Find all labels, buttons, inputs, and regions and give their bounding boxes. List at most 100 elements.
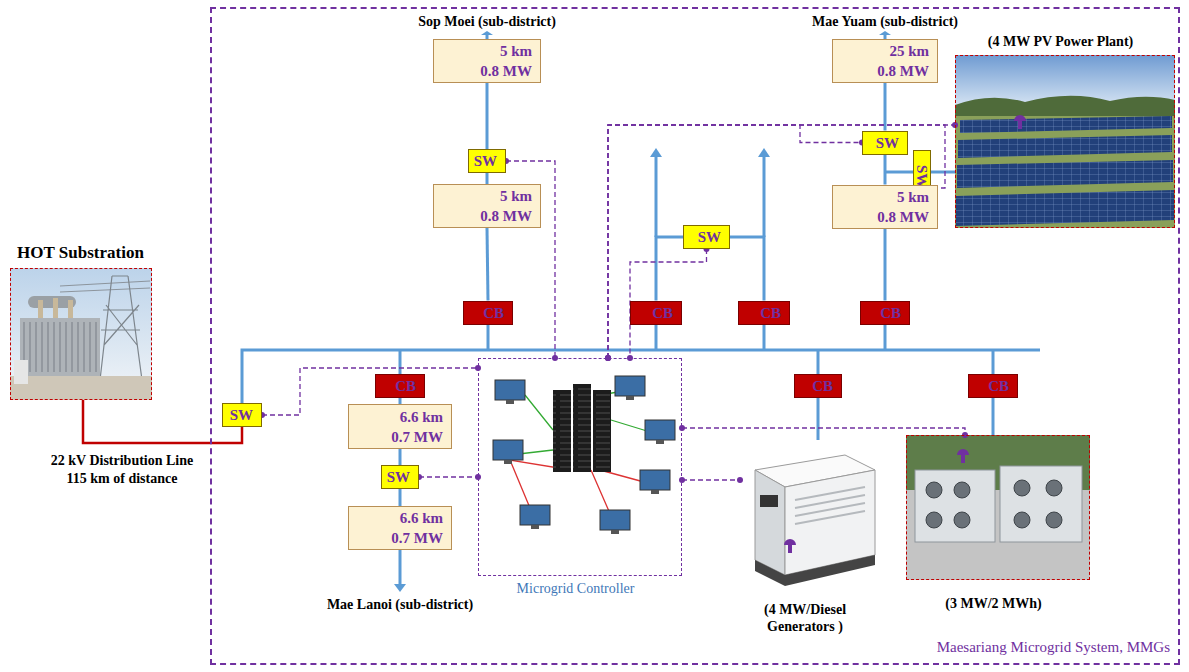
feeder-data: 0.7 MW	[349, 427, 451, 447]
control-dot	[679, 477, 685, 483]
bus-and-feeder-wires-part	[992, 350, 995, 377]
circuit-breaker-box: CB	[375, 374, 425, 398]
control-dot	[679, 425, 685, 431]
distribution-line	[83, 400, 242, 443]
label-anchor: Sop Moei (sub-district)	[487, 12, 625, 30]
control-line	[608, 125, 945, 358]
system-name: Maesariang Microgrid System, MMGs	[212, 637, 1178, 657]
bus-and-feeder-wires-part	[399, 350, 402, 377]
feeder-data: 6.6 km	[349, 508, 451, 528]
controller-picture-part-part	[615, 376, 645, 396]
switch-box: SW	[468, 149, 506, 173]
circuit-breaker-box: CB	[794, 374, 842, 398]
battery-storage-picture-part	[926, 480, 1062, 528]
feeder-data: 0.8 MW	[434, 206, 540, 226]
diesel-generator-picture-part	[760, 495, 778, 507]
controller-picture-part-part	[495, 380, 525, 400]
battery-storage-picture-part-part	[926, 512, 942, 528]
power-line	[656, 237, 683, 301]
bus-and-feeder-wires-part	[487, 322, 490, 350]
power-line	[730, 237, 764, 301]
battery-storage-picture-part-part	[926, 482, 942, 498]
substation-frame: HOT Substration	[10, 268, 152, 400]
pv-plant-picture-part	[956, 190, 1174, 226]
breaker-label: CB	[376, 376, 424, 396]
pv-plant-picture-part	[955, 116, 1175, 228]
place-label: 22 kV Distribution Line	[51, 452, 194, 469]
power-line	[486, 83, 489, 149]
power-line	[399, 449, 402, 465]
control-line	[419, 476, 478, 477]
breaker-label: CB	[464, 303, 512, 323]
feeder-segment-box: 5 km0.8 MW	[433, 184, 541, 228]
battery-storage-picture-part	[957, 449, 969, 463]
pv-plant-picture-part	[960, 116, 1172, 133]
equipment-label: (3 MW/2 MWh)	[866, 596, 1130, 613]
substation-picture-part	[53, 298, 58, 320]
feeder-segment-box: 6.6 km0.7 MW	[348, 404, 452, 449]
place-label: Sop Moei (sub-district)	[418, 13, 556, 30]
feeder-arrowheads-part	[481, 31, 493, 35]
control-line	[682, 428, 965, 435]
feeder-segment-box: 5 km0.8 MW	[832, 185, 938, 229]
switch-box: SW	[381, 465, 419, 489]
substation-picture-part	[100, 276, 142, 380]
battery-storage-picture-part-part	[954, 512, 970, 528]
label-anchor: Mae Lanoi (sub-district)	[400, 595, 546, 613]
power-line	[817, 398, 820, 440]
label-anchor: Mae Yuam (sub-district)	[885, 12, 1031, 30]
controller-picture-part-part	[506, 400, 514, 404]
controller-frame: Microgrid Controller	[478, 358, 682, 576]
bus-and-feeder-wires-part	[763, 322, 766, 350]
breaker-label: CB	[739, 303, 789, 323]
substation-picture-part	[38, 300, 43, 320]
power-line	[487, 228, 488, 301]
pv-plant-picture-part	[957, 160, 1173, 188]
battery-storage-picture-part-part	[1014, 512, 1030, 528]
pv-plant-frame: (4 MW PV Power Plant)	[955, 55, 1175, 228]
breaker-label: CB	[795, 376, 841, 396]
feeder-arrowheads	[394, 31, 891, 592]
feeder-arrowheads-part	[879, 31, 891, 35]
power-line	[992, 398, 995, 435]
control-line	[682, 479, 740, 480]
controller-picture-part-part	[651, 490, 659, 494]
microgrid-boundary: Maesariang Microgrid System, MMGs 5 km0.8…	[210, 7, 1180, 665]
battery-storage-picture-part-part	[954, 482, 970, 498]
circuit-breaker-box: CB	[738, 301, 790, 325]
breaker-label: CB	[969, 376, 1017, 396]
controller-picture-part-part	[493, 440, 523, 460]
power-line	[399, 489, 402, 506]
switch-label: SW	[469, 151, 505, 171]
label-anchor: 115 km of distance	[122, 469, 233, 487]
battery-storage-picture-part	[915, 470, 995, 542]
switch-label: SW	[382, 467, 418, 487]
battery-storage-picture-part-part	[1046, 512, 1062, 528]
bus-and-feeder-wires-part	[763, 156, 766, 237]
place-label: Mae Yuam (sub-district)	[812, 13, 958, 30]
switch-label: SW	[863, 133, 907, 153]
substation-picture-part	[68, 300, 73, 320]
power-line	[884, 229, 887, 301]
power-line	[884, 83, 887, 131]
breaker-label: CB	[861, 303, 909, 323]
switch-label: SW	[912, 165, 932, 181]
equipment-label: (4 MW/Diesel Generators )	[734, 602, 884, 636]
battery-storage-picture	[906, 435, 1090, 580]
controller-picture-part-part	[531, 525, 539, 529]
equipment-label: (4 MW PV Power Plant)	[915, 34, 1189, 51]
feeder-data: 0.7 MW	[349, 528, 451, 548]
pv-plant-picture	[955, 55, 1175, 228]
controller-picture-part-part	[656, 440, 664, 444]
control-dot	[737, 477, 743, 483]
controller-picture-part	[593, 390, 611, 472]
substation-picture-part	[14, 360, 28, 384]
breaker-label: CB	[631, 303, 681, 323]
bus-and-feeder-wires	[242, 34, 1040, 585]
battery-storage-frame: (3 MW/2 MWh)	[906, 435, 1090, 580]
equipment-label: HOT Substration	[0, 243, 192, 263]
diesel-generator-picture-part	[755, 555, 875, 586]
